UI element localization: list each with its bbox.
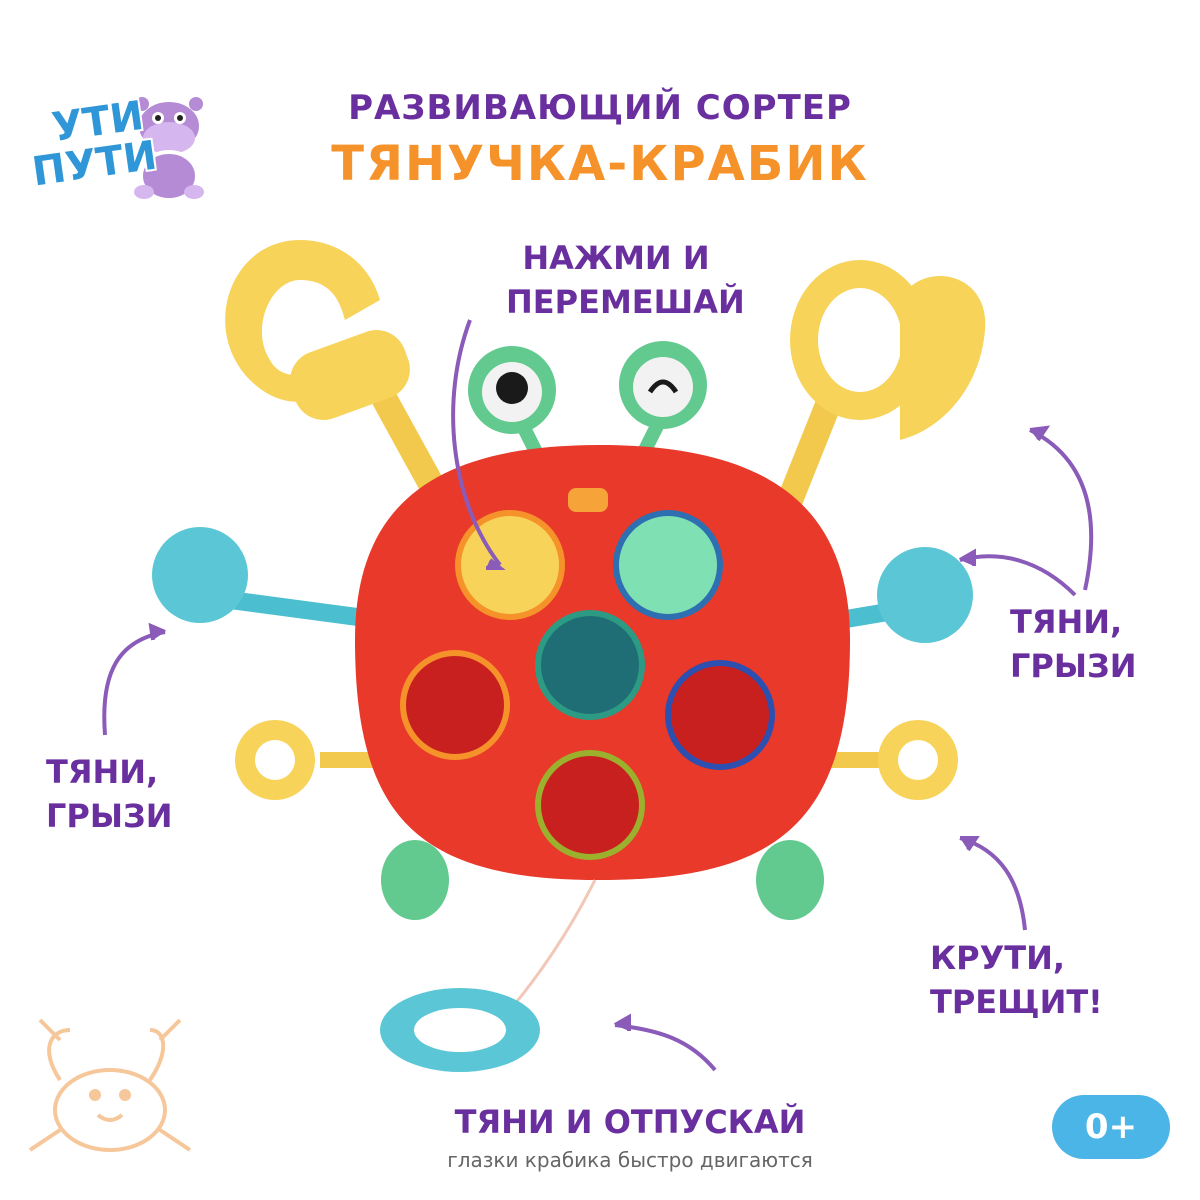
callout-arrows bbox=[102, 319, 1094, 1072]
callout-twist-line2: ТРЕЩИТ! bbox=[930, 983, 1103, 1021]
callout-press-line1: НАЖМИ И bbox=[522, 239, 710, 277]
callout-press-line2: ПЕРЕМЕШАЙ bbox=[506, 283, 745, 321]
sorter-buttons bbox=[400, 510, 775, 860]
age-badge: 0+ bbox=[1052, 1095, 1170, 1159]
callout-pull-right: ТЯНИ, ГРЫЗИ bbox=[1010, 600, 1137, 688]
brand-logo: УТИ ПУТИ bbox=[14, 78, 214, 218]
product-title-line1: РАЗВИВАЮЩИЙ СОРТЕР bbox=[348, 88, 852, 128]
callout-pull-release-title: ТЯНИ И ОТПУСКАЙ bbox=[454, 1103, 806, 1141]
callout-pull-left-line2: ГРЫЗИ bbox=[46, 797, 173, 835]
green-foot-left bbox=[381, 840, 449, 920]
callout-twist: КРУТИ, ТРЕЩИТ! bbox=[930, 936, 1103, 1024]
crab-outline-icon bbox=[28, 1018, 192, 1152]
hippo-mascot-icon bbox=[134, 97, 204, 202]
callout-pull-left: ТЯНИ, ГРЫЗИ bbox=[46, 750, 173, 838]
callout-pull-right-line2: ГРЫЗИ bbox=[1010, 647, 1137, 685]
callout-pull-right-line1: ТЯНИ, bbox=[1010, 603, 1123, 641]
callout-twist-line1: КРУТИ, bbox=[930, 939, 1066, 977]
product-title-line2: ТЯНУЧКА-КРАБИК bbox=[331, 136, 869, 192]
callout-press: НАЖМИ И ПЕРЕМЕШАЙ bbox=[506, 236, 745, 324]
blue-teether-right bbox=[838, 547, 973, 643]
right-claw bbox=[777, 260, 986, 513]
left-claw bbox=[225, 240, 453, 513]
crab-eyes bbox=[468, 341, 707, 464]
pull-ring bbox=[380, 988, 540, 1072]
callout-pull-left-line1: ТЯНИ, bbox=[46, 753, 159, 791]
callout-pull-release-subtitle: глазки крабика быстро двигаются bbox=[447, 1148, 813, 1172]
blue-teether-left bbox=[152, 527, 382, 629]
green-foot-right bbox=[756, 840, 824, 920]
